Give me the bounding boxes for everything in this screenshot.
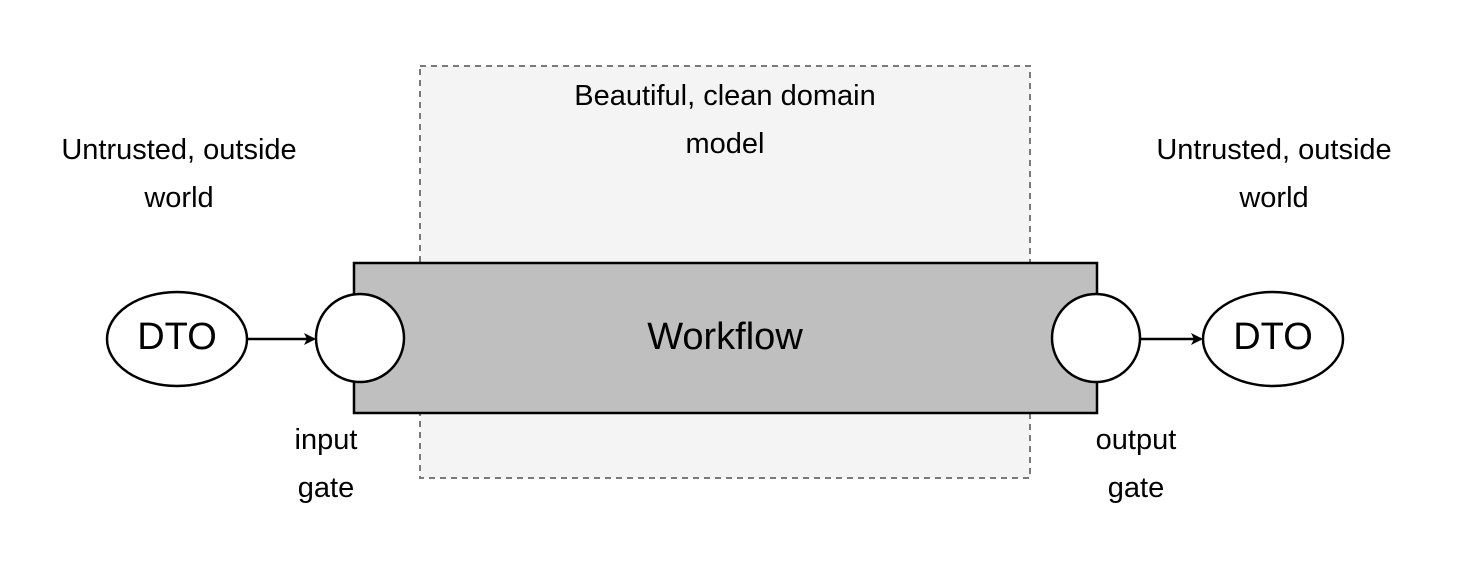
right-outside-world-line-1: Untrusted, outside [1156, 134, 1392, 166]
left-outside-world-line-2: world [144, 182, 214, 214]
right-dto-label: DTO [1233, 316, 1313, 358]
right-outside-world-label: Untrusted, outside world [1115, 126, 1433, 222]
left-outside-world-line-1: Untrusted, outside [61, 134, 297, 166]
domain-model-label-line-2: model [685, 128, 765, 160]
workflow-label: Workflow [647, 316, 803, 358]
right-dto-ellipse [1201, 290, 1345, 388]
output-gate-circle [1050, 292, 1142, 384]
right-outside-world-line-2: world [1239, 182, 1309, 214]
input-gate-label-line-1: input [294, 424, 358, 456]
left-dto-label: DTO [137, 316, 217, 358]
workflow-box [352, 261, 1099, 415]
left-outside-world-label: Untrusted, outside world [20, 126, 338, 222]
left-dto-ellipse [105, 290, 249, 388]
output-gate-label-line-1: output [1095, 424, 1177, 456]
input-gate-label-line-2: gate [297, 472, 355, 504]
output-gate-label: output gate [1056, 416, 1216, 512]
domain-model-label: Beautiful, clean domain model [520, 72, 930, 168]
output-gate-label-line-2: gate [1107, 472, 1165, 504]
input-gate-label: input gate [256, 416, 396, 512]
input-gate-circle [314, 292, 406, 384]
domain-model-label-line-1: Beautiful, clean domain [574, 80, 876, 112]
